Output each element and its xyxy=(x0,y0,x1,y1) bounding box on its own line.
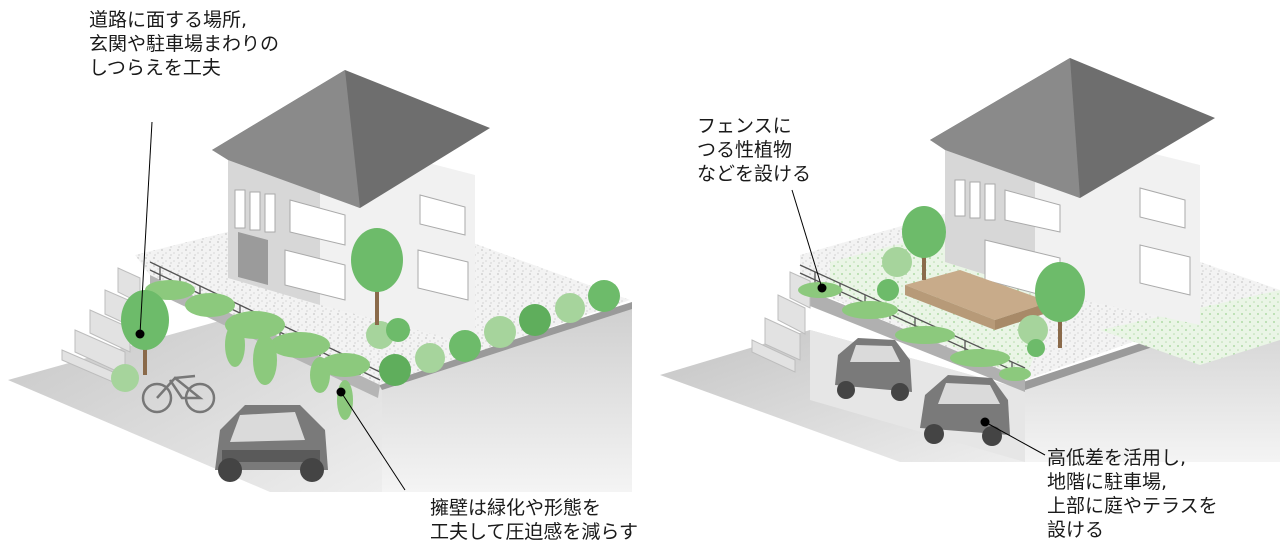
label-parking-line-2: 地階に駐車場, xyxy=(1047,471,1168,493)
label-entrance-line-3: しつらえを工夫 xyxy=(89,57,221,79)
leader-line-entrance xyxy=(139,121,153,335)
label-parking-line-4: 設ける xyxy=(1047,519,1105,541)
left-retaining-wall xyxy=(382,305,632,492)
car-icon xyxy=(920,375,1010,446)
tree-icon xyxy=(111,228,403,392)
label-entrance-line-2: 玄関や駐車場まわりの xyxy=(89,33,280,55)
house-illustration xyxy=(212,70,490,345)
ivy-greenery xyxy=(145,280,370,420)
label-entrance-line-1: 道路に面する場所, xyxy=(89,9,248,31)
leader-dot-fence xyxy=(817,283,827,293)
car-icon xyxy=(835,338,912,401)
car-icon xyxy=(215,405,328,482)
terrace-deck xyxy=(905,270,1050,330)
leader-dot-wall xyxy=(336,387,346,397)
label-parking: 高低差を活用し, 地階に駐車場, 上部に庭やテラスを 設ける xyxy=(1047,446,1218,542)
shrub-row xyxy=(366,280,620,386)
leader-dot-parking xyxy=(980,417,990,427)
leader-line-wall xyxy=(340,391,406,491)
label-entrance: 道路に面する場所, 玄関や駐車場まわりの しつらえを工夫 xyxy=(89,8,279,80)
leader-dot-entrance xyxy=(135,329,145,339)
label-parking-line-3: 上部に庭やテラスを xyxy=(1047,495,1218,517)
right-lawn-2 xyxy=(1100,290,1280,365)
label-wall-line-2: 工夫して圧迫感を減らす xyxy=(430,521,639,543)
tree-icon xyxy=(877,206,1085,357)
leader-line-parking xyxy=(984,421,1046,456)
leader-line-fence xyxy=(791,189,823,289)
house-illustration xyxy=(930,58,1215,325)
label-wall-line-1: 擁壁は緑化や形態を xyxy=(430,497,602,519)
right-scene xyxy=(660,58,1280,462)
label-parking-line-1: 高低差を活用し, xyxy=(1047,447,1187,469)
label-fence-line-1: フェンスに xyxy=(697,115,792,137)
label-fence-line-3: などを設ける xyxy=(697,163,812,185)
label-fence: フェンスに つる性植物 などを設ける xyxy=(697,114,811,186)
ivy-greenery xyxy=(798,282,1031,381)
label-fence-line-2: つる性植物 xyxy=(697,139,793,161)
bicycle-icon xyxy=(141,374,216,414)
stairs-icon xyxy=(751,271,811,373)
label-retaining-wall: 擁壁は緑化や形態を 工夫して圧迫感を減らす xyxy=(430,496,638,544)
left-scene xyxy=(8,70,632,492)
